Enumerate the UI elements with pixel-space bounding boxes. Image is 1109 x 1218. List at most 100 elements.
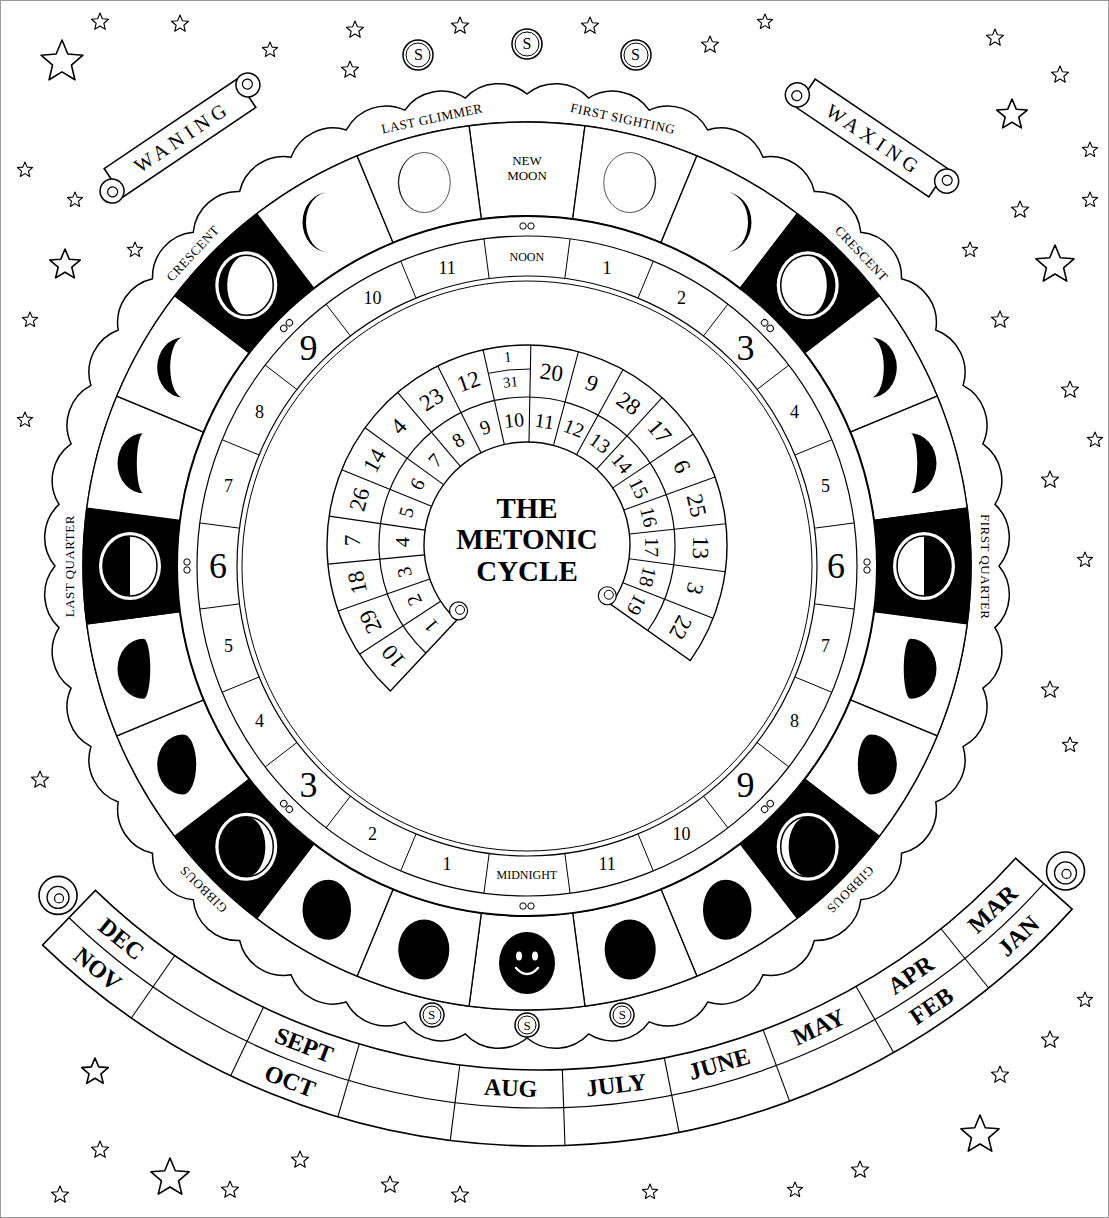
star (151, 1158, 189, 1194)
banner-text: WAXING (818, 97, 925, 178)
moon-lit-part (118, 639, 151, 699)
ornament (760, 799, 775, 814)
hour-tick (200, 604, 240, 609)
date-number: 20 (538, 360, 564, 386)
moon-outline (781, 817, 835, 877)
metonic-table (327, 345, 727, 691)
hour-ring-outline (197, 236, 857, 896)
moon-outline (604, 153, 656, 213)
s-circle-ring (613, 1006, 631, 1024)
moon-phase-icon (703, 880, 752, 940)
star (701, 36, 718, 52)
title: THE METONIC CYCLE (440, 493, 615, 587)
scroll-curl (604, 590, 613, 599)
ribbon-cell-divider (231, 1007, 264, 1076)
moon-phase-cell (83, 508, 180, 624)
ribbon-cell-divider (941, 929, 989, 988)
star (291, 1151, 308, 1167)
star (381, 1176, 398, 1192)
moon-lit-part (858, 735, 897, 795)
golden-number: 17 (642, 537, 662, 557)
star (262, 42, 277, 56)
ornament-curl (528, 223, 534, 229)
moon-lit-part (398, 153, 424, 213)
s-letter: S (523, 1019, 530, 1032)
star (341, 61, 358, 77)
star (642, 1184, 657, 1198)
moon-outline (781, 255, 835, 315)
scroll-curl (1055, 862, 1077, 884)
hour-tick (401, 261, 416, 298)
moon-lit-part (157, 735, 196, 795)
moon-disc (215, 813, 277, 881)
star (787, 1182, 802, 1196)
hour-tick (265, 743, 297, 767)
moon-lit-part (726, 192, 752, 252)
ornament (184, 559, 190, 573)
moon-lit-part (924, 536, 951, 596)
ornament-curl (184, 559, 190, 565)
new-moon-label: NEW MOON (496, 153, 558, 184)
s-letter: S (619, 1008, 626, 1021)
hour-number: 8 (255, 403, 264, 421)
banner-body (796, 79, 948, 197)
hour-tick (757, 743, 789, 767)
star (82, 1058, 109, 1083)
star (91, 13, 108, 29)
moon-disc (777, 251, 839, 319)
hour-number: 7 (821, 637, 830, 655)
hour-ring-outline (237, 276, 817, 856)
hour-number: 10 (364, 289, 382, 307)
ribbon-cell-divider (856, 986, 894, 1052)
moon-outline (219, 817, 273, 877)
ornament (279, 799, 294, 814)
scroll-curl (47, 886, 69, 908)
moon-outline (398, 153, 450, 213)
scroll-curl (456, 605, 465, 614)
moon-lit-part (789, 817, 835, 877)
moon-disc (777, 813, 839, 881)
hour-number: 5 (224, 637, 233, 655)
hour-tick (222, 440, 259, 455)
s-circle: S (620, 39, 652, 71)
star (346, 21, 363, 37)
golden-number: 10 (503, 409, 525, 431)
s-circle-ring (624, 43, 648, 67)
ornament-curl (528, 903, 534, 909)
ornament-curl (864, 567, 870, 573)
s-circle-ring (403, 40, 433, 70)
moon-phase-cell (469, 913, 585, 1010)
ornament (279, 318, 294, 333)
s-letter: S (523, 36, 532, 52)
scroll-curl (598, 587, 616, 605)
ribbon-cell-divider (131, 956, 174, 1018)
major-hour-number: 6 (827, 548, 845, 584)
star (1082, 142, 1097, 156)
month-name: AUG (483, 1075, 537, 1101)
moon-phase-icon (215, 813, 277, 881)
moon-lit-part (118, 433, 144, 493)
star (991, 311, 1008, 327)
hour-number: 4 (255, 712, 264, 730)
s-circle: S (419, 1002, 445, 1028)
scroll-curl (790, 89, 804, 103)
ribbon-row-divider (69, 884, 1044, 1108)
star (1041, 681, 1058, 697)
date-number: 1 (503, 350, 512, 366)
moon-phase-icon (858, 735, 897, 795)
hour-number: 10 (673, 825, 691, 843)
moon-phase-icon (726, 192, 752, 252)
moon-lit-part (703, 880, 752, 940)
moon-phase-icon (157, 735, 196, 795)
scalloped-border (45, 84, 1010, 1049)
star (997, 99, 1027, 128)
hour-tick (704, 796, 728, 828)
hour-number: 8 (790, 712, 799, 730)
moon-outline (103, 536, 157, 596)
s-circle-ring (515, 1013, 539, 1037)
star (51, 1186, 68, 1202)
table-cell-divider (529, 345, 531, 442)
scroll-curl (231, 68, 264, 101)
moon-phase-icon (398, 153, 450, 213)
